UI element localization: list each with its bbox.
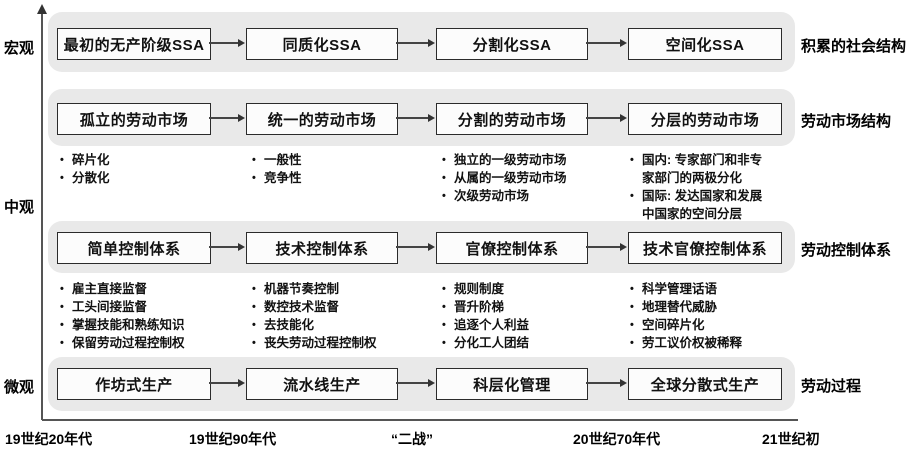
level-label-macro: 宏观 [4,40,35,57]
bullet-item: 分散化 [58,169,243,187]
bullet-item: 国际: 发达国家和发展中国家的空间分层 [628,187,764,223]
bullet-item: 数控技术监督 [250,298,430,316]
node-control-3: 官僚控制体系 [436,232,588,264]
bullet-item: 劳工议价权被稀释 [628,334,788,352]
arrow-right-icon [396,39,435,46]
bullet-item: 工头间接监督 [58,298,243,316]
node-process-1: 作坊式生产 [57,368,211,400]
arrow-right-icon [396,243,435,250]
arrow-right-icon [586,114,627,121]
arrow-right-icon [396,379,435,386]
timeline-label-1970s: 20世纪70年代 [573,431,661,447]
bullet-item: 机器节奏控制 [250,280,430,298]
node-market-2: 统一的劳动市场 [246,103,398,135]
arrow-right-icon [586,39,627,46]
node-ssa-2: 同质化SSA [246,28,398,60]
bullet-item: 丧失劳动过程控制权 [250,334,430,352]
bullet-list-market-1: 碎片化 分散化 [58,151,243,187]
timeline-label-1890s: 19世纪90年代 [189,431,277,447]
level-label-meso: 中观 [4,199,35,216]
bullet-item: 竞争性 [250,169,430,187]
bullet-item: 追逐个人利益 [440,316,622,334]
bullet-item: 碎片化 [58,151,243,169]
node-process-2: 流水线生产 [246,368,398,400]
bullet-list-control-4: 科学管理话语 地理替代威胁 空间碎片化 劳工议价权被稀释 [628,280,788,352]
arrow-right-icon [586,243,627,250]
bullet-list-control-1: 雇主直接监督 工头间接监督 掌握技能和熟练知识 保留劳动过程控制权 [58,280,243,352]
timeline-label-wwii: “二战” [391,431,433,447]
node-market-1: 孤立的劳动市场 [57,103,211,135]
node-control-4: 技术官僚控制体系 [628,232,782,264]
node-market-4: 分层的劳动市场 [628,103,782,135]
node-process-3: 科层化管理 [436,368,588,400]
node-control-1: 简单控制体系 [57,232,211,264]
category-label-labor-process: 劳动过程 [801,378,862,395]
bullet-item: 一般性 [250,151,430,169]
node-control-2: 技术控制体系 [246,232,398,264]
arrow-right-icon [586,379,627,386]
bullet-item: 从属的一级劳动市场 [440,169,622,187]
bullet-item: 晋升阶梯 [440,298,622,316]
bullet-item: 地理替代威胁 [628,298,788,316]
bullet-item: 次级劳动市场 [440,187,622,205]
bullet-list-control-3: 规则制度 晋升阶梯 追逐个人利益 分化工人团结 [440,280,622,352]
bullet-item: 雇主直接监督 [58,280,243,298]
bullet-item: 分化工人团结 [440,334,622,352]
arrow-right-icon [209,114,245,121]
bullet-list-control-2: 机器节奏控制 数控技术监督 去技能化 丧失劳动过程控制权 [250,280,430,352]
timeline-label-21c: 21世纪初 [762,431,820,447]
node-market-3: 分割的劳动市场 [436,103,588,135]
category-label-labor-market: 劳动市场结构 [801,113,892,130]
bullet-item: 掌握技能和熟练知识 [58,316,243,334]
bullet-item: 规则制度 [440,280,622,298]
arrow-right-icon [396,114,435,121]
bullet-item: 保留劳动过程控制权 [58,334,243,352]
timeline-label-1820s: 19世纪20年代 [5,431,93,447]
bullet-item: 去技能化 [250,316,430,334]
bullet-item: 科学管理话语 [628,280,788,298]
bullet-list-market-3: 独立的一级劳动市场 从属的一级劳动市场 次级劳动市场 [440,151,622,205]
y-axis-arrow-icon [37,4,47,14]
arrow-right-icon [209,379,245,386]
bullet-item: 独立的一级劳动市场 [440,151,622,169]
node-ssa-3: 分割化SSA [436,28,588,60]
bullet-list-market-4: 国内: 专家部门和非专家部门的两极分化 国际: 发达国家和发展中国家的空间分层 [628,151,764,223]
arrow-right-icon [209,243,245,250]
category-label-ssa: 积累的社会结构 [801,38,907,55]
x-axis [42,419,798,421]
level-label-micro: 微观 [4,379,35,396]
bullet-item: 国内: 专家部门和非专家部门的两极分化 [628,151,764,187]
node-ssa-4: 空间化SSA [628,28,782,60]
y-axis [41,14,43,420]
bullet-list-market-2: 一般性 竞争性 [250,151,430,187]
category-label-labor-control: 劳动控制体系 [801,242,892,259]
arrow-right-icon [209,39,245,46]
node-process-4: 全球分散式生产 [628,368,782,400]
bullet-item: 空间碎片化 [628,316,788,334]
node-ssa-1: 最初的无产阶级SSA [57,28,211,60]
